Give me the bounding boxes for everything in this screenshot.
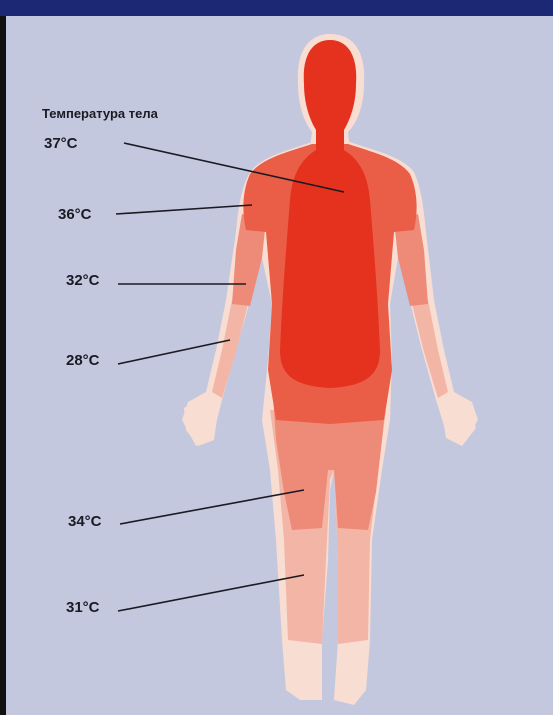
diagram-title: Температура тела [42, 106, 158, 121]
temp-label-32: 32°C [66, 272, 100, 289]
temp-label-28: 28°C [66, 352, 100, 369]
top-band [0, 0, 553, 16]
temp-label-31: 31°C [66, 599, 100, 616]
temp-label-36: 36°C [58, 206, 92, 223]
left-edge [0, 16, 6, 715]
temp-label-37: 37°C [44, 135, 78, 152]
temp-label-34: 34°C [68, 513, 102, 530]
